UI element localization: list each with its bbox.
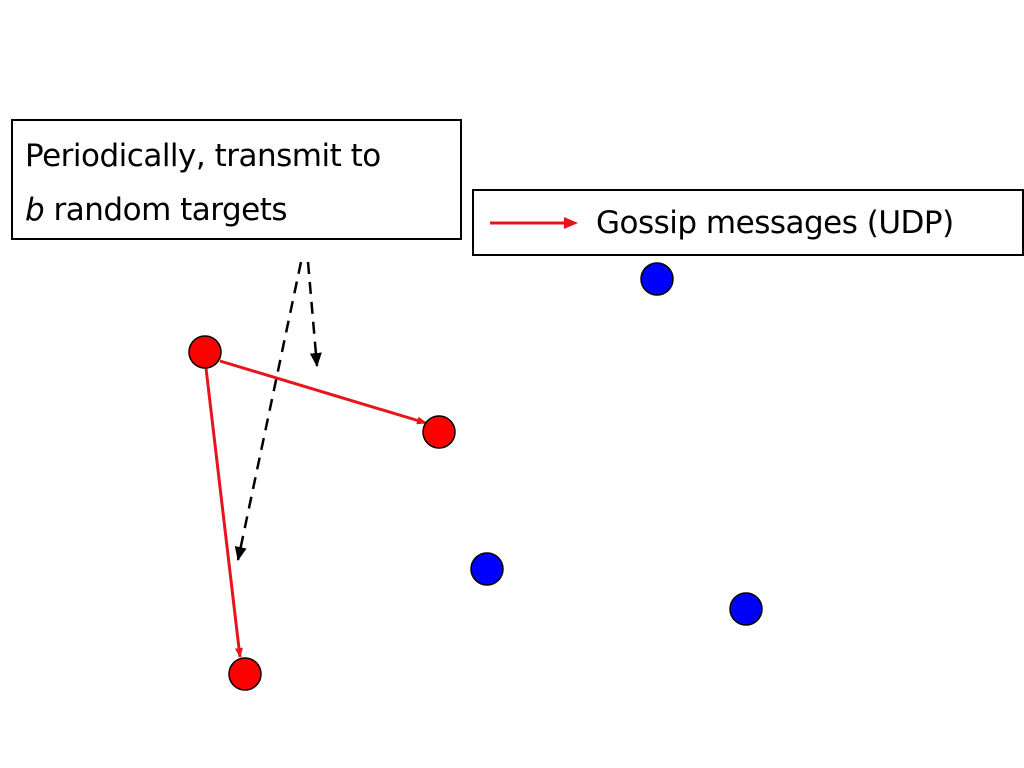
node-sender	[188, 335, 222, 369]
node-target-1	[422, 415, 456, 449]
callout-line-1: Periodically, transmit to	[25, 138, 381, 174]
callout-pointer-arrow-to-target-2	[234, 261, 303, 561]
node-b	[470, 552, 504, 586]
legend-label: Gossip messages (UDP)	[596, 205, 954, 241]
callout-box: Periodically, transmit to b random targe…	[11, 119, 462, 240]
gossip-arrow-sender-to-target-2	[204, 367, 243, 658]
legend-arrow-icon	[490, 217, 578, 229]
callout-line-2-text: random targets	[44, 192, 288, 228]
gossip-arrow-sender-to-target-1	[219, 359, 427, 425]
legend-box: Gossip messages (UDP)	[472, 189, 1024, 256]
callout-variable-b: b	[25, 192, 45, 228]
node-target-2	[228, 657, 262, 691]
node-a	[640, 262, 674, 296]
callout-pointer-arrow-to-target-1	[306, 261, 322, 367]
callout-line-2: b random targets	[25, 183, 460, 237]
node-c	[729, 592, 763, 626]
